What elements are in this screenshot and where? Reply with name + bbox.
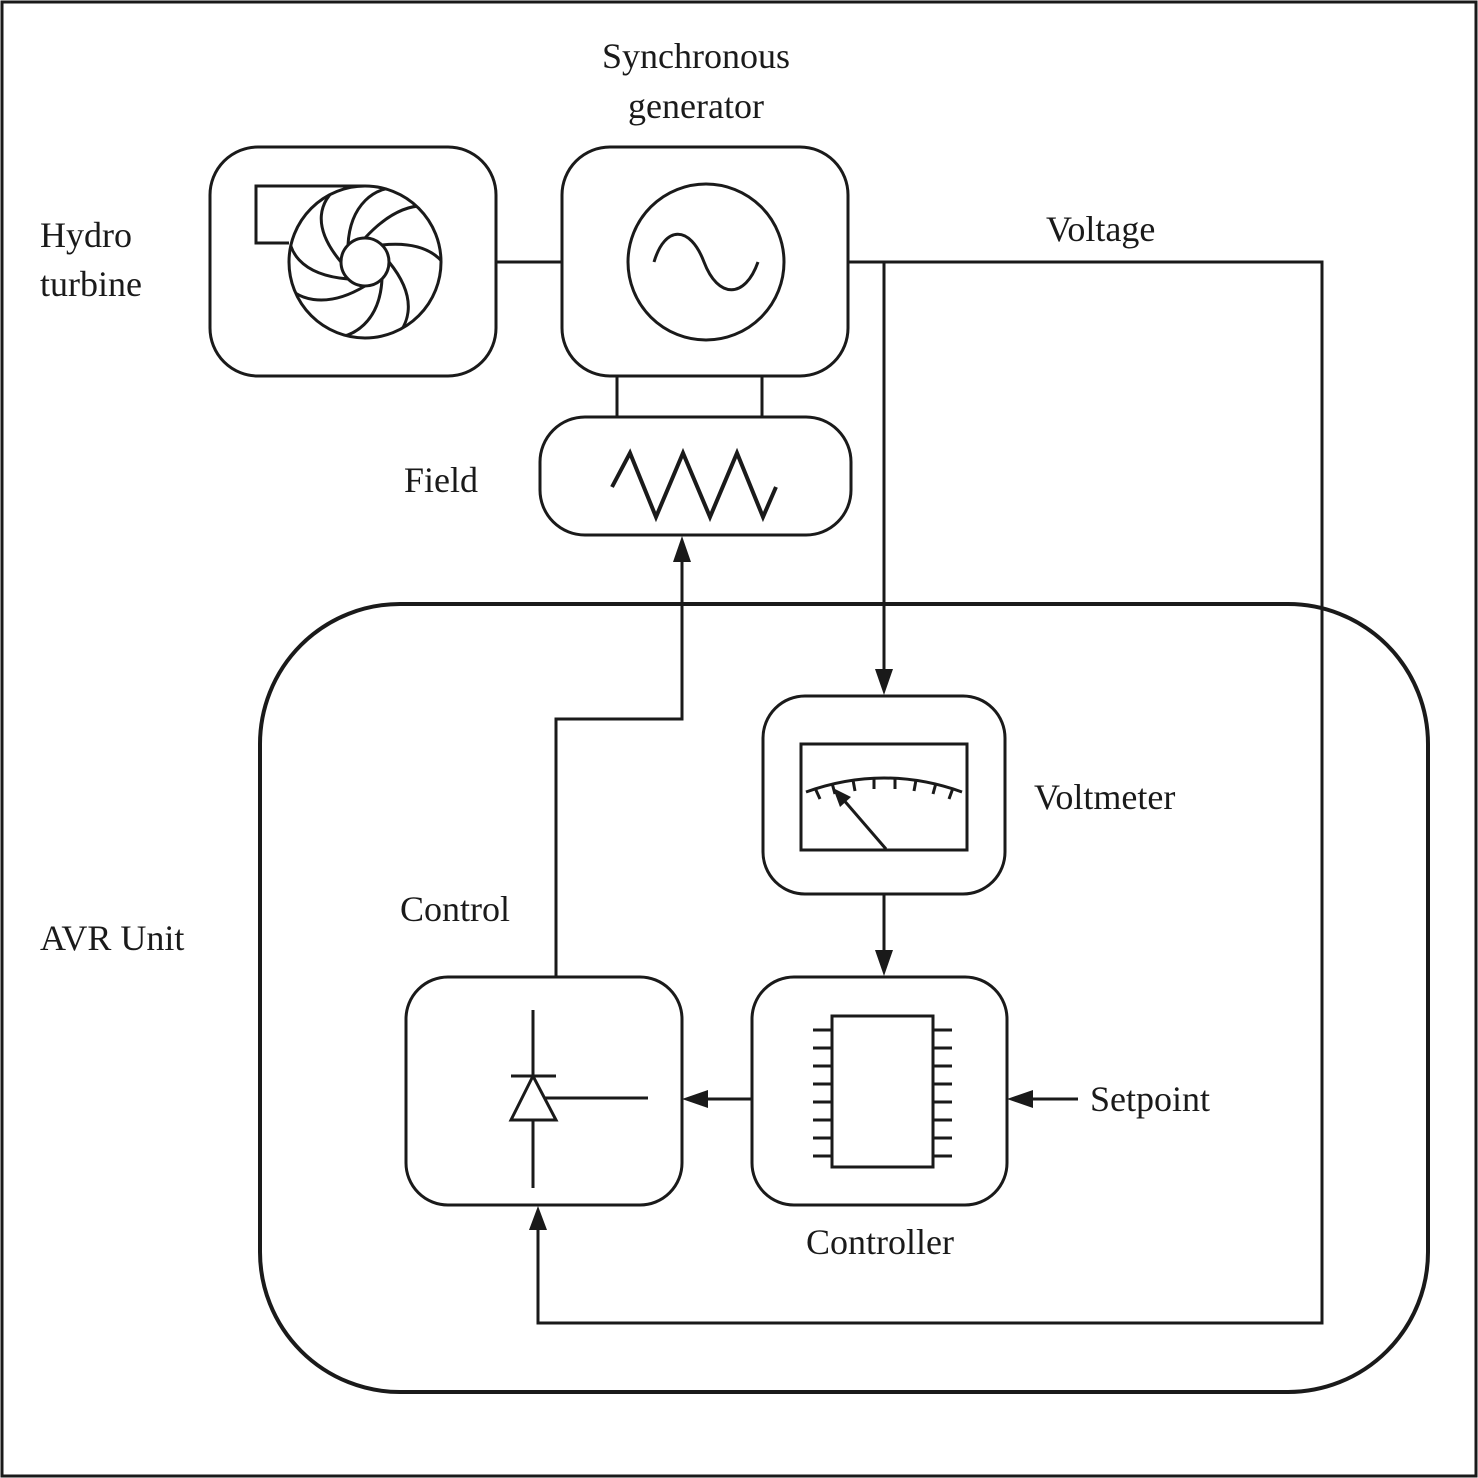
control-label: Control	[400, 889, 510, 929]
thyristor-diode-icon	[508, 1010, 648, 1188]
voltage-label: Voltage	[1046, 209, 1155, 249]
arrow-into-voltmeter	[875, 669, 893, 695]
turbine-label-line1: Hydro	[40, 215, 132, 255]
hydro-turbine-block	[208, 145, 498, 378]
control-field-line	[554, 560, 684, 976]
arrow-into-controller	[875, 950, 893, 976]
hydro-turbine-icon	[254, 184, 443, 340]
generator-label-line2: generator	[628, 86, 764, 126]
field-coil-zigzag-icon	[610, 447, 778, 523]
controller-label: Controller	[806, 1222, 954, 1262]
avr-unit-enclosure	[258, 602, 1430, 1394]
controller-block	[750, 975, 1009, 1207]
voltmeter-label: Voltmeter	[1034, 777, 1175, 817]
generator-label-line1: Synchronous	[602, 36, 790, 76]
arrow-into-control-bottom	[529, 1206, 547, 1230]
ic-chip-icon	[813, 1014, 952, 1169]
arrow-setpoint	[1007, 1090, 1033, 1108]
ac-sine-icon	[626, 182, 786, 342]
control-block	[404, 975, 684, 1207]
field-label: Field	[404, 460, 478, 500]
field-block	[538, 415, 853, 537]
arrow-into-field	[673, 536, 691, 562]
voltage-feedback-line	[536, 260, 1324, 1325]
synchronous-generator-block	[560, 145, 850, 378]
arrow-into-control	[682, 1090, 708, 1108]
setpoint-label: Setpoint	[1090, 1079, 1210, 1119]
avr-unit-label: AVR Unit	[40, 918, 184, 958]
analog-meter-icon	[799, 742, 969, 852]
voltmeter-block	[761, 694, 1007, 896]
turbine-label-line2: turbine	[40, 264, 142, 304]
